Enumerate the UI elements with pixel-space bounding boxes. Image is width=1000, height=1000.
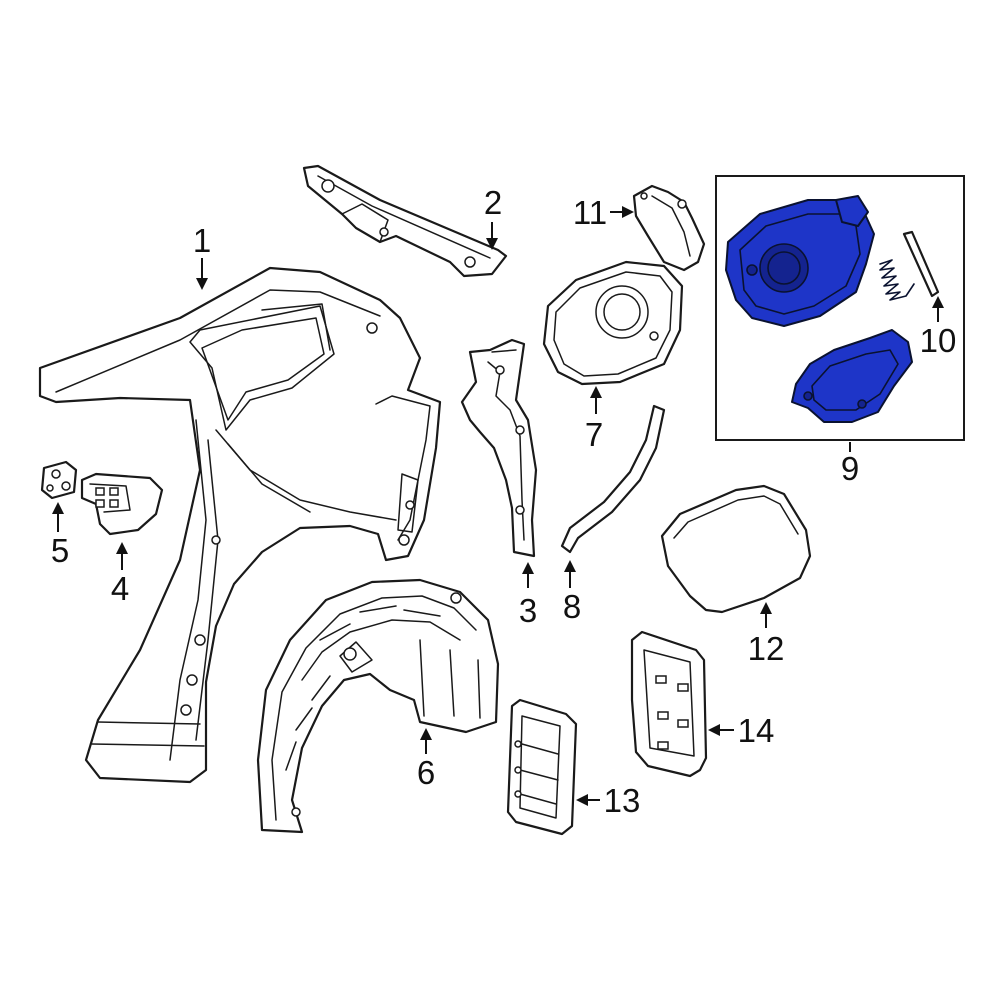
leader-lines — [52, 206, 944, 806]
callout-5: 5 — [51, 532, 69, 569]
callout-2: 2 — [484, 184, 502, 221]
part-4-pocket-bracket — [80, 472, 164, 536]
part-11-actuator — [632, 184, 706, 272]
callout-8: 8 — [563, 588, 581, 625]
callout-1: 1 — [193, 222, 211, 259]
part-9-lower-bracket — [791, 329, 913, 423]
callout-13: 13 — [604, 782, 641, 819]
callout-12: 12 — [748, 630, 785, 667]
part-1-quarter-panel — [38, 266, 442, 784]
callout-6: 6 — [417, 754, 435, 791]
part-12-fuel-door — [660, 484, 812, 614]
part-7-fuel-door-housing — [542, 260, 684, 386]
callout-7: 7 — [585, 416, 603, 453]
callout-14: 14 — [738, 712, 775, 749]
part-8-drain-hose — [560, 404, 666, 554]
part-13-vent-grille — [506, 698, 578, 836]
callout-11: 11 — [573, 194, 607, 231]
callout-9: 9 — [841, 450, 859, 487]
part-2-upper-rail — [302, 164, 508, 278]
part-14-side-bracket — [630, 630, 708, 778]
callout-labels: 1 2 3 4 5 6 7 8 9 10 11 12 13 14 — [51, 184, 957, 819]
callout-3: 3 — [519, 592, 537, 629]
callout-4: 4 — [111, 570, 129, 607]
part-9-fuel-door-housing-assembly — [725, 195, 875, 327]
part-3-bracket — [460, 338, 538, 558]
part-9-group-box — [715, 175, 965, 441]
part-10-pin — [902, 230, 940, 298]
part-6-wheelhouse-liner — [256, 578, 500, 834]
part-5-small-plate — [40, 460, 78, 500]
part-9-spring — [879, 259, 915, 301]
callout-10: 10 — [920, 322, 957, 359]
